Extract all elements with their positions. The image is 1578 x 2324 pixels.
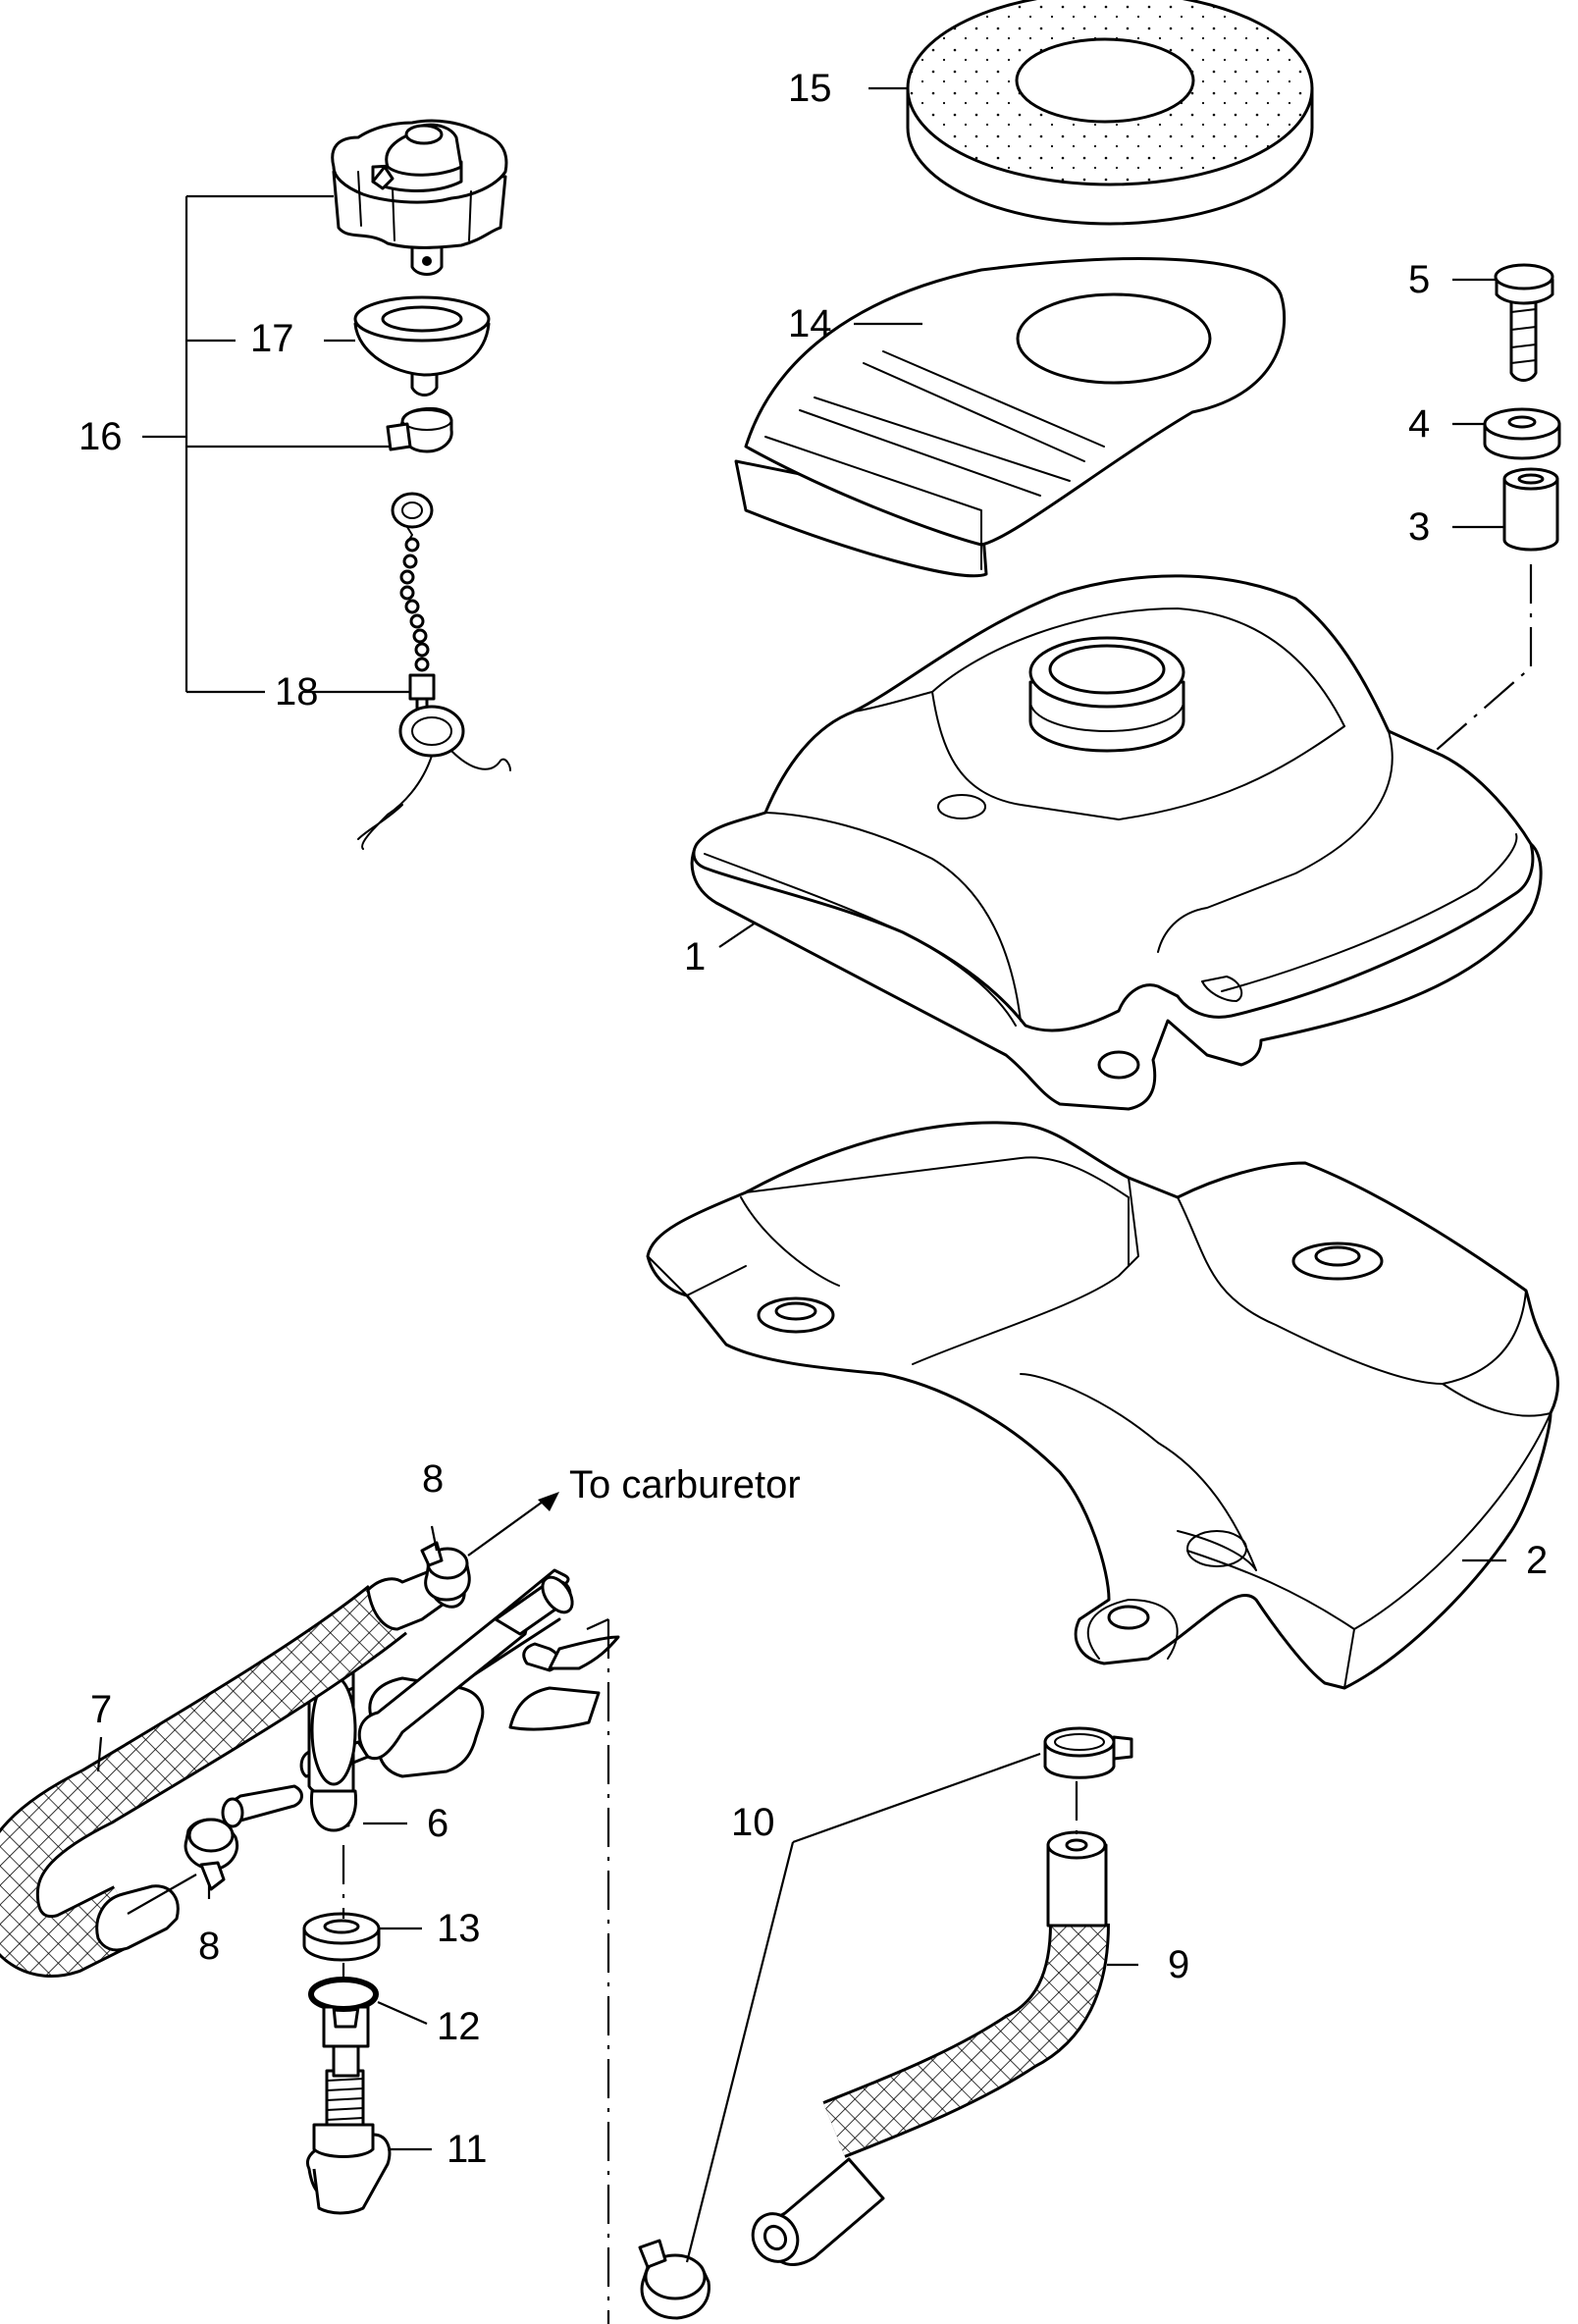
callout-8-upper: 8 bbox=[422, 1457, 445, 1501]
callout-18: 18 bbox=[275, 670, 319, 713]
callout-17: 17 bbox=[250, 317, 294, 360]
air-cleaner-cover bbox=[690, 574, 1543, 1111]
assembly-line-tick bbox=[586, 1617, 609, 1631]
tether-chain bbox=[357, 492, 511, 850]
o-ring bbox=[308, 1977, 379, 2012]
callout-9: 9 bbox=[1168, 1943, 1190, 1986]
collar bbox=[1502, 467, 1559, 552]
callout-2: 2 bbox=[1526, 1539, 1549, 1582]
pad-gasket bbox=[734, 257, 1287, 578]
callout-4: 4 bbox=[1408, 402, 1431, 446]
callout-8-lower: 8 bbox=[198, 1925, 221, 1968]
callout-5: 5 bbox=[1408, 258, 1431, 301]
annotation-to-carburetor: To carburetor bbox=[569, 1463, 801, 1506]
washer bbox=[1483, 407, 1561, 460]
hose-clip-lower bbox=[184, 1818, 239, 1891]
cap-gasket bbox=[353, 295, 491, 396]
callout-16: 16 bbox=[79, 415, 123, 458]
lower-hose-clip-lower bbox=[638, 2239, 710, 2320]
to-carb-line bbox=[467, 1496, 551, 1557]
callout-7: 7 bbox=[90, 1688, 113, 1731]
callout-14: 14 bbox=[788, 302, 832, 345]
cap-clip bbox=[386, 406, 453, 453]
callout-10: 10 bbox=[731, 1801, 775, 1844]
cock-washer bbox=[302, 1912, 381, 1962]
fuel-strainer bbox=[306, 2005, 392, 2215]
hose-outlet-pipe bbox=[357, 1575, 574, 1761]
fuel-cock bbox=[221, 1568, 620, 1832]
callout-3: 3 bbox=[1408, 505, 1431, 549]
hose-clip-upper bbox=[420, 1541, 471, 1602]
air-cleaner-base bbox=[646, 1121, 1559, 1690]
callout-leaders bbox=[96, 86, 1506, 2263]
callout-6: 6 bbox=[427, 1802, 449, 1845]
callout-13: 13 bbox=[437, 1907, 481, 1950]
callout-15: 15 bbox=[788, 67, 832, 110]
callout-12: 12 bbox=[437, 2005, 481, 2048]
fuel-cap bbox=[331, 119, 508, 276]
callout-1: 1 bbox=[684, 935, 707, 978]
to-carb-arrow bbox=[538, 1492, 559, 1511]
hose-to-clip-line bbox=[127, 1874, 197, 1915]
lower-fuel-hose bbox=[751, 1830, 1110, 2266]
lower-hose-clip-upper bbox=[1043, 1726, 1133, 1779]
callout-11: 11 bbox=[447, 2128, 488, 2171]
foam-filter-ring bbox=[906, 0, 1314, 226]
bolt bbox=[1494, 263, 1554, 382]
